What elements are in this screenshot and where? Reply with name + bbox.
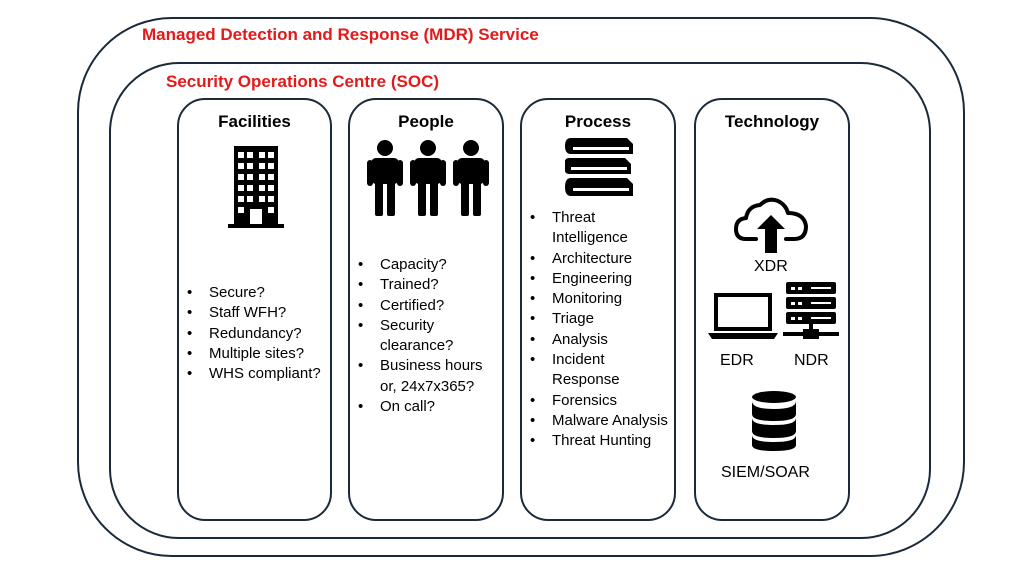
process-list: Threat Intelligence Architecture Enginee… bbox=[524, 208, 674, 452]
people-list: Capacity? Trained? Certified? Security c… bbox=[352, 255, 502, 418]
soc-frame bbox=[109, 62, 931, 539]
pillar-facilities: Facilities Secure? Staff WFH? Redundancy… bbox=[177, 98, 332, 521]
database-icon bbox=[752, 391, 796, 451]
list-item: Certified? bbox=[352, 296, 502, 317]
pillar-people: People Capacity? Trained? Certified? Sec… bbox=[348, 98, 504, 521]
people-icon bbox=[367, 140, 489, 216]
list-item: Capacity? bbox=[352, 255, 502, 276]
list-item: Trained? bbox=[352, 275, 502, 296]
edr-label: EDR bbox=[720, 352, 754, 369]
mdr-service-title: Managed Detection and Response (MDR) Ser… bbox=[142, 25, 539, 44]
xdr-label: XDR bbox=[754, 258, 788, 275]
pillar-title: Technology bbox=[724, 112, 820, 131]
list-item: Multiple sites? bbox=[181, 344, 331, 365]
pillar-technology: Technology XDR EDR NDR bbox=[694, 98, 850, 521]
laptop-icon bbox=[708, 293, 778, 339]
list-item: Redundancy? bbox=[181, 324, 331, 345]
list-item: Incident Response bbox=[524, 350, 674, 391]
siem-soar-label: SIEM/SOAR bbox=[721, 464, 810, 481]
list-item: Engineering bbox=[524, 269, 674, 290]
list-item: Threat Intelligence bbox=[524, 208, 674, 249]
cloud-upload-icon bbox=[734, 197, 808, 253]
list-item: Security clearance? bbox=[352, 316, 502, 357]
facilities-list: Secure? Staff WFH? Redundancy? Multiple … bbox=[181, 283, 331, 385]
mdr-service-frame bbox=[77, 17, 965, 557]
list-item: Analysis bbox=[524, 330, 674, 351]
list-item: Threat Hunting bbox=[524, 431, 674, 452]
list-item: On call? bbox=[352, 397, 502, 418]
pillar-title: Facilities bbox=[218, 112, 291, 131]
list-item: Monitoring bbox=[524, 289, 674, 310]
building-icon bbox=[228, 146, 284, 228]
ndr-label: NDR bbox=[794, 352, 829, 369]
list-item: Business hours or, 24x7x365? bbox=[352, 356, 502, 397]
list-item: Architecture bbox=[524, 249, 674, 270]
soc-title: Security Operations Centre (SOC) bbox=[166, 72, 440, 91]
pillar-title: Process bbox=[564, 112, 632, 131]
list-item: Triage bbox=[524, 309, 674, 330]
pillar-process: Process Threat Intelligence Architecture… bbox=[520, 98, 676, 521]
server-rack-icon bbox=[783, 282, 839, 339]
list-item: WHS compliant? bbox=[181, 364, 331, 385]
books-icon bbox=[565, 138, 633, 196]
list-item: Malware Analysis bbox=[524, 411, 674, 432]
pillar-title: People bbox=[398, 112, 454, 131]
list-item: Forensics bbox=[524, 391, 674, 412]
list-item: Staff WFH? bbox=[181, 303, 331, 324]
list-item: Secure? bbox=[181, 283, 331, 304]
